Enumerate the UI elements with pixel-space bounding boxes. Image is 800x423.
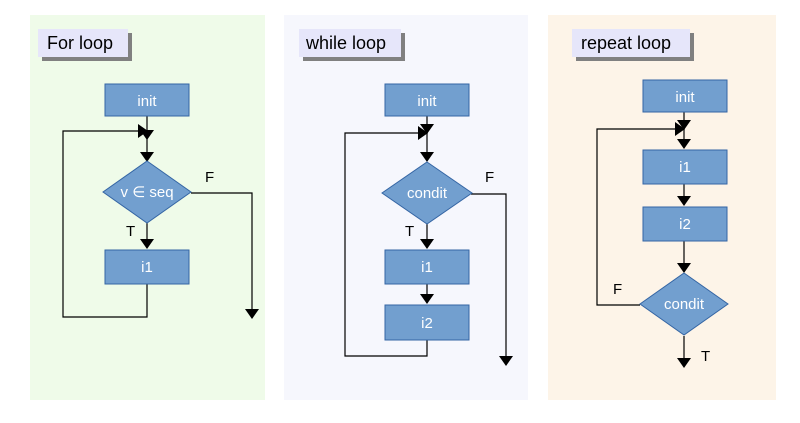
while-false-exit-arrow (471, 193, 513, 366)
repeat-body-i2-label: i2 (679, 216, 691, 233)
while-loop-back-arrow (344, 126, 428, 357)
while-loop-connectors (344, 116, 513, 366)
for-loop-panel: For loop init v ∈ seq i1 T F (30, 15, 265, 400)
repeat-true-label: T (701, 348, 710, 365)
repeat-condition-label: condit (664, 296, 705, 313)
for-condition-diamond: v ∈ seq (102, 160, 192, 224)
while-false-label: F (485, 169, 494, 186)
while-body-i2-label: i2 (421, 315, 433, 332)
repeat-body-box-i2: i2 (642, 206, 728, 242)
while-init-label: init (417, 93, 437, 110)
while-body-i1-label: i1 (421, 259, 433, 276)
for-false-label: F (205, 169, 214, 186)
repeat-body-box-i1: i1 (642, 149, 728, 185)
for-condition-label: v ∈ seq (120, 184, 173, 201)
for-init-label: init (137, 93, 157, 110)
for-init-box: init (104, 83, 190, 117)
repeat-condition-diamond: condit (639, 272, 729, 336)
for-false-exit-arrow (191, 192, 259, 319)
while-loop-title: while loop (299, 29, 405, 61)
repeat-init-label: init (675, 89, 695, 106)
while-loop-title-text: while loop (305, 33, 386, 53)
while-init-box: init (384, 83, 470, 117)
while-body-box-i1: i1 (384, 249, 470, 285)
for-body-box-i1: i1 (104, 249, 190, 285)
repeat-false-label: F (613, 281, 622, 298)
repeat-loop-connectors (596, 112, 691, 368)
for-loop-connectors (62, 116, 259, 319)
while-body-box-i2: i2 (384, 304, 470, 341)
while-condition-label: condit (407, 185, 448, 202)
for-loop-back-arrow (62, 124, 148, 318)
repeat-body-i1-label: i1 (679, 159, 691, 176)
repeat-init-box: init (642, 79, 728, 113)
for-loop-title: For loop (38, 29, 132, 61)
repeat-loop-title: repeat loop (572, 29, 694, 61)
while-true-label: T (405, 223, 414, 240)
for-loop-title-text: For loop (47, 33, 113, 53)
repeat-loop-title-text: repeat loop (581, 33, 671, 53)
repeat-false-loop-back-arrow (596, 122, 685, 306)
for-true-label: T (126, 223, 135, 240)
for-body-i1-label: i1 (141, 259, 153, 276)
while-loop-panel: while loop init condit i1 i2 T F (284, 15, 528, 400)
repeat-loop-panel: repeat loop init i1 i2 condit F T (548, 15, 776, 400)
while-condition-diamond: condit (381, 161, 473, 225)
